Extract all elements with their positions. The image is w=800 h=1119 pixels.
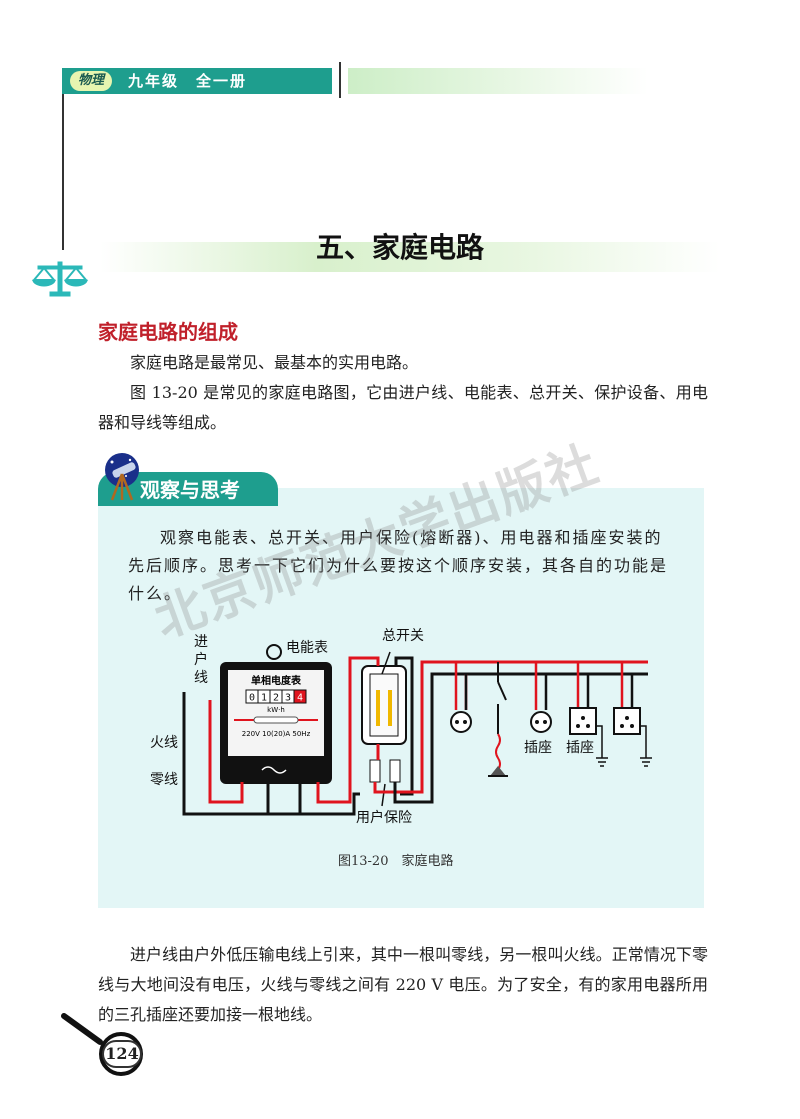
main-switch bbox=[361, 651, 407, 745]
meter-digit: 0 bbox=[249, 693, 255, 704]
label-neutral: 零线 bbox=[150, 772, 178, 788]
header-gradient bbox=[348, 68, 648, 94]
page-number: 124 bbox=[102, 1040, 142, 1068]
page-title: 五、家庭电路 bbox=[315, 231, 484, 264]
paragraph-1: 家庭电路是最常见、最基本的实用电路。 bbox=[130, 353, 419, 372]
meter-unit: kW·h bbox=[267, 706, 285, 714]
meter-digit: 2 bbox=[273, 693, 279, 704]
meter-digit: 4 bbox=[297, 693, 303, 704]
socket-round-2 bbox=[530, 662, 552, 733]
paragraph-3: 进户线由户外低压输电线上引来，其中一根叫零线，另一根叫火线。正常情况下零线与大地… bbox=[98, 945, 708, 1024]
observe-text: 观察电能表、总开关、用户保险(熔断器)、用电器和插座安装的先后顺序。思考一下它们… bbox=[128, 528, 669, 603]
neutral-entry bbox=[182, 692, 302, 816]
book-title: 九年级 全一册 bbox=[128, 72, 248, 90]
label-entry-line-1: 进 bbox=[194, 634, 208, 650]
subject-badge: 物理 bbox=[70, 71, 112, 91]
figure-caption: 图13-20 家庭电路 bbox=[338, 854, 454, 869]
paragraph-2: 图 13-20 是常见的家庭电路图，它由进户线、电能表、总开关、保护设备、用电器… bbox=[98, 383, 708, 432]
live-bus bbox=[373, 660, 648, 794]
meter-digit: 3 bbox=[285, 693, 291, 704]
margin-line bbox=[62, 94, 64, 250]
label-main-switch: 总开关 bbox=[382, 628, 424, 644]
socket-round-1 bbox=[450, 662, 472, 733]
label-entry-line-2: 户 bbox=[194, 651, 208, 668]
label-socket-1: 插座 bbox=[524, 740, 552, 756]
socket-three-pin-2 bbox=[613, 662, 652, 767]
lamp bbox=[488, 662, 508, 777]
label-socket-2: 插座 bbox=[566, 740, 594, 756]
title-band bbox=[100, 242, 720, 272]
label-meter: 电能表 bbox=[286, 640, 328, 656]
neutral-bus bbox=[393, 672, 648, 804]
meter-name: 单相电度表 bbox=[251, 674, 302, 687]
header-separator bbox=[339, 62, 341, 98]
label-live: 火线 bbox=[150, 735, 178, 751]
label-fuse: 用户保险 bbox=[356, 809, 412, 826]
live-entry bbox=[208, 700, 244, 804]
meter-digit-box bbox=[293, 689, 307, 704]
observe-title: 观察与思考 bbox=[140, 478, 240, 502]
telescope-icon bbox=[105, 453, 139, 501]
socket-three-pin-1 bbox=[569, 662, 608, 767]
meter-digit: 1 bbox=[261, 693, 267, 704]
label-entry-line-3: 线 bbox=[194, 670, 208, 686]
scale-icon bbox=[31, 261, 89, 297]
meter-spec: 220V 10(20)A 50Hz bbox=[242, 730, 311, 738]
neutral-to-switch bbox=[266, 782, 360, 816]
live-to-switch bbox=[316, 656, 380, 804]
section-heading: 家庭电路的组成 bbox=[98, 320, 238, 344]
